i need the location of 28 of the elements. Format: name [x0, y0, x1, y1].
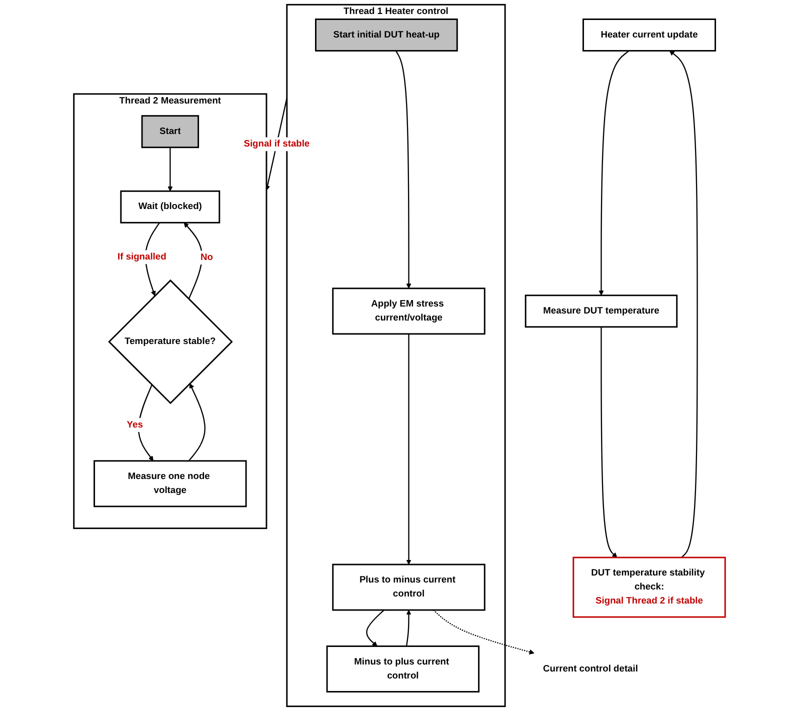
node-box: Start: [141, 115, 200, 148]
arrow: [366, 610, 384, 646]
edge-label: If signalled: [118, 252, 166, 262]
node-box: Apply EM stress current/voltage: [332, 288, 486, 335]
arrow: [600, 326, 618, 558]
arrow: [433, 610, 534, 654]
node-box: Minus to plus current control: [326, 645, 480, 692]
arrow: [184, 222, 203, 300]
node-box: Measure DUT temperature: [524, 294, 678, 328]
arrow: [395, 50, 412, 289]
node-box: Heater current update: [582, 18, 716, 52]
edge-label: No: [200, 252, 213, 262]
arrow: [406, 334, 412, 565]
edge-label: Yes: [126, 420, 143, 430]
arrow: [406, 610, 412, 646]
node-box: Plus to minus current control: [332, 564, 486, 611]
node-box: Wait (blocked): [120, 190, 220, 224]
arrow: [669, 50, 698, 558]
edge-label: Signal if stable: [244, 138, 310, 149]
node-text: Current control detail: [542, 664, 638, 674]
arrow: [598, 50, 630, 296]
node-box: Start initial DUT heat-up: [315, 18, 458, 52]
arrow: [168, 147, 173, 192]
node-box: DUT temperature stability check: Signal Thread 2 if stable: [572, 556, 726, 618]
node-diamond: Temperature stable?: [108, 279, 233, 404]
arrow: [188, 383, 206, 462]
node-box: Measure one node voltage: [94, 460, 247, 508]
arrow: [138, 384, 154, 462]
